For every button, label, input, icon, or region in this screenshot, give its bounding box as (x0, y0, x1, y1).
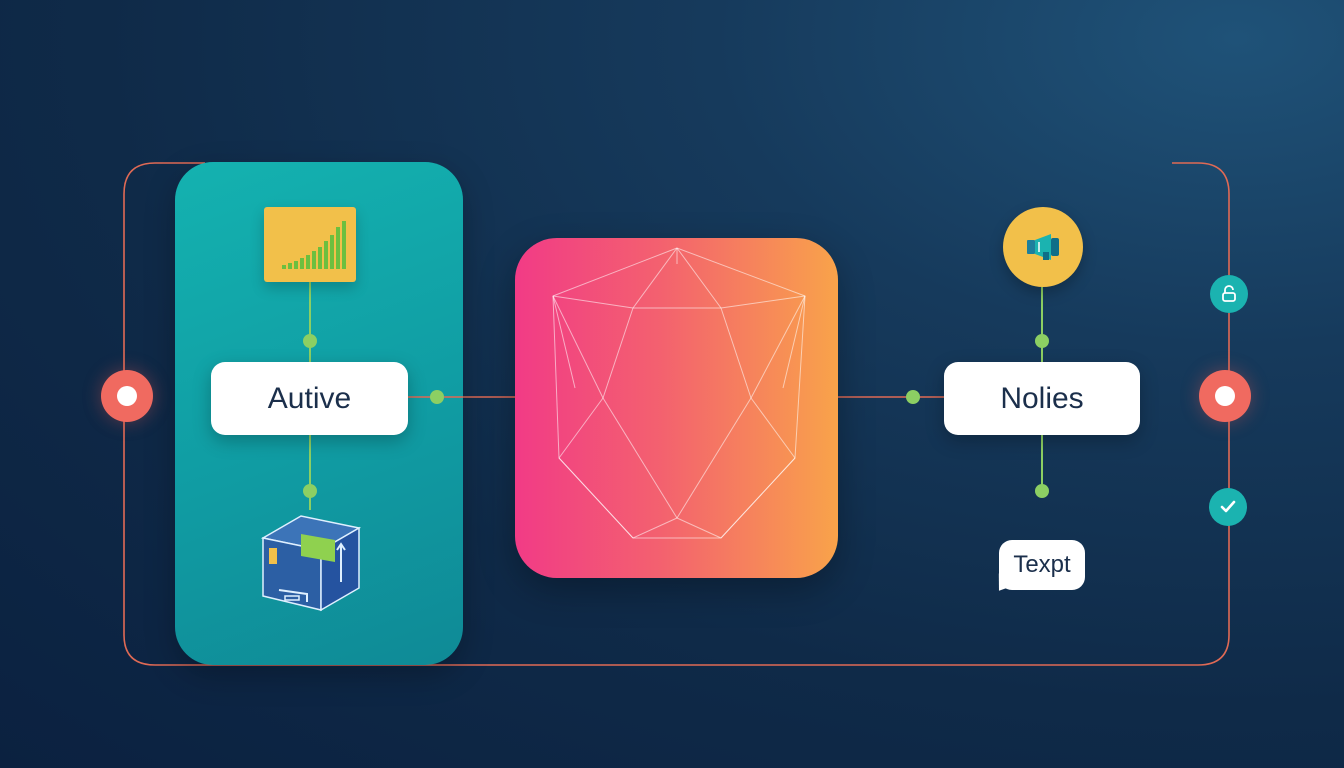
speech-bubble: Texpt (999, 540, 1085, 590)
lock-icon (1210, 275, 1248, 313)
right-node-core (1215, 386, 1235, 406)
megaphone-icon (1003, 207, 1083, 287)
dot-right-top (1035, 334, 1049, 348)
check-icon (1209, 488, 1247, 526)
left-node-core (117, 386, 137, 406)
dot-left-bottom (303, 484, 317, 498)
polyhedron-icon (515, 238, 838, 578)
left-node-ring (101, 370, 153, 422)
right-node-ring (1199, 370, 1251, 422)
dot-right-bottom (1035, 484, 1049, 498)
polyhedron-card (515, 238, 838, 578)
dot-left-right (430, 390, 444, 404)
dot-left-top (303, 334, 317, 348)
dot-right-left (906, 390, 920, 404)
package-box-icon (255, 510, 365, 616)
label-nolies: Nolies (944, 362, 1140, 435)
